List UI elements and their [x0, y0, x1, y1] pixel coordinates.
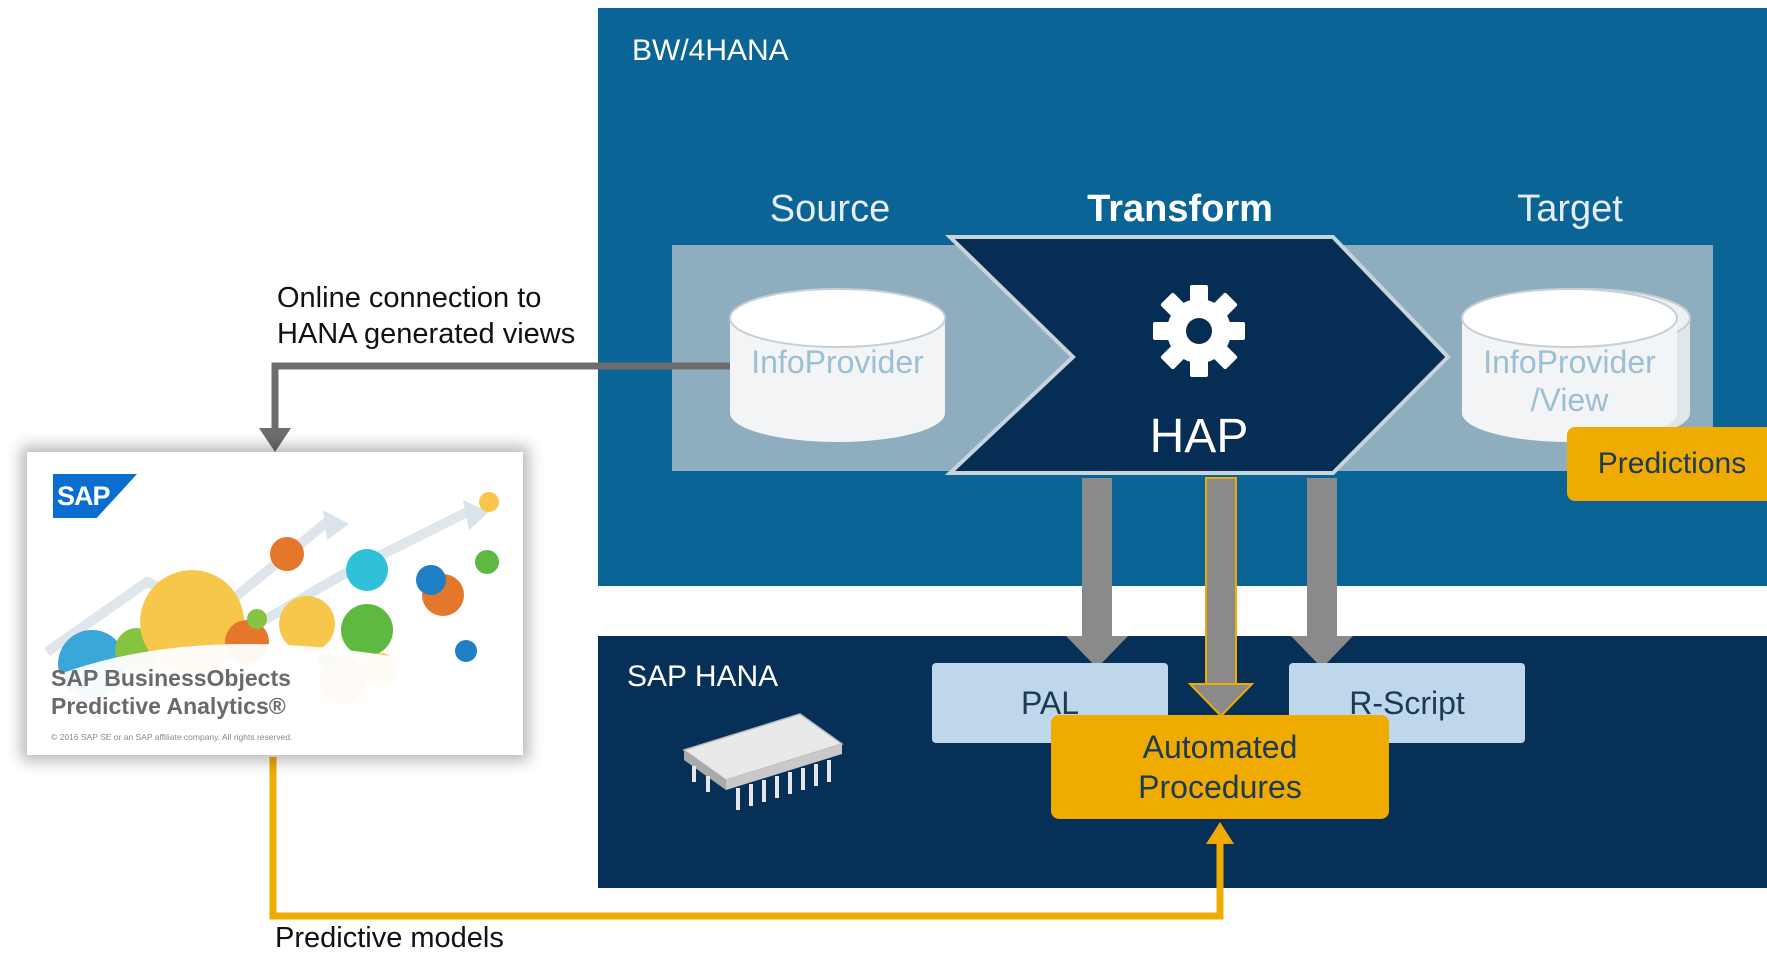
- source-infoprovider-cylinder: [729, 288, 946, 442]
- hap-label: HAP: [1149, 410, 1249, 463]
- app-name: SAP BusinessObjects Predictive Analytics…: [51, 664, 291, 720]
- pal-label: PAL: [1020, 684, 1080, 721]
- online-connection-label-line2: HANA generated views: [277, 318, 576, 350]
- hap-to-automated-arrow: [1187, 477, 1255, 718]
- predictive-models-label: Predictive models: [275, 922, 504, 954]
- app-name-line1: SAP BusinessObjects: [51, 665, 291, 691]
- automated-procedures-box: Automated Procedures: [1051, 715, 1389, 819]
- automated-procedures-line1: Automated: [1142, 729, 1298, 765]
- source-label: Source: [769, 188, 891, 230]
- bw4hana-title: BW/4HANA: [632, 34, 789, 67]
- target-infoprovider-label-line1: InfoProvider: [1483, 344, 1656, 380]
- app-name-line2: Predictive Analytics®: [51, 693, 286, 719]
- rscript-box: R-Script: [1289, 663, 1525, 743]
- online-connection-arrow: [259, 362, 730, 452]
- gear-icon: [1153, 285, 1245, 377]
- splash-artwork: [27, 492, 523, 755]
- app-copyright: © 2016 SAP SE or an SAP affiliate compan…: [51, 732, 293, 742]
- hap-to-rscript-arrow: [1291, 478, 1353, 668]
- online-connection-label-line1: Online connection to: [277, 282, 542, 314]
- target-infoprovider-label-line2: /View: [1530, 382, 1609, 418]
- predictions-label: Predictions: [1597, 447, 1747, 480]
- target-label: Target: [1517, 188, 1623, 230]
- transform-label: Transform: [1087, 188, 1273, 230]
- predictive-analytics-splash: SAP SAP BusinessObjects Predictive Analy…: [27, 452, 523, 755]
- hap-to-pal-arrow: [1066, 478, 1128, 668]
- predictive-models-arrow: [269, 757, 1234, 920]
- sap-hana-title: SAP HANA: [627, 660, 779, 693]
- source-infoprovider-label: InfoProvider: [751, 344, 924, 380]
- automated-procedures-line2: Procedures: [1138, 769, 1302, 805]
- rscript-label: R-Script: [1349, 684, 1465, 721]
- predictions-box: Predictions: [1567, 427, 1767, 501]
- target-infoprovider-cylinder: [1461, 288, 1691, 442]
- memory-chip-icon: [682, 713, 844, 810]
